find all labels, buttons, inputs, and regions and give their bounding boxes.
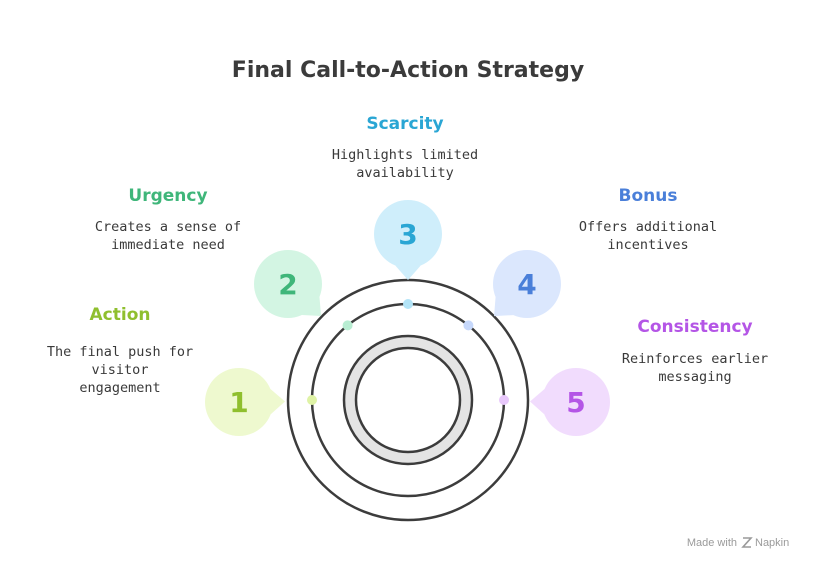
step-4-desc-line: Offers additional xyxy=(579,219,717,235)
step-3-ring-dot xyxy=(403,299,413,309)
step-5-ring-dot xyxy=(499,395,509,405)
step-4-bubble xyxy=(493,250,561,318)
step-1-heading: Action xyxy=(90,305,151,325)
step-5-desc-line: messaging xyxy=(658,369,731,385)
step-2-desc-line: Creates a sense of xyxy=(95,219,241,235)
step-3-desc-line: Highlights limited xyxy=(332,147,478,163)
step-1-desc-line: engagement xyxy=(79,380,160,396)
step-1-desc-line: The final push for xyxy=(47,344,193,360)
step-2-number: 2 xyxy=(278,268,297,301)
step-3-heading: Scarcity xyxy=(366,114,443,134)
step-4-desc-line: incentives xyxy=(607,237,688,253)
step-1-desc-line: visitor xyxy=(92,362,149,378)
step-4-number: 4 xyxy=(517,268,536,301)
step-1-bubble xyxy=(205,368,273,436)
step-1-pointer xyxy=(270,389,285,415)
inner-core xyxy=(354,346,462,454)
step-1-number: 1 xyxy=(229,386,248,419)
step-2-ring-dot xyxy=(342,320,353,331)
credit-brand: Napkin xyxy=(755,537,789,549)
step-2-bubble xyxy=(254,250,322,318)
step-3-bubble xyxy=(374,200,442,268)
napkin-credit: Made with Napkin xyxy=(687,537,789,549)
step-3-desc-line: availability xyxy=(356,165,454,181)
step-5-bubble xyxy=(542,368,610,436)
napkin-logo-icon xyxy=(741,537,753,548)
credit-prefix: Made with xyxy=(687,537,737,549)
step-3-pointer xyxy=(395,265,421,280)
step-4-ring-dot xyxy=(463,320,474,331)
diagram-title: Final Call-to-Action Strategy xyxy=(232,58,584,83)
step-5-heading: Consistency xyxy=(637,317,752,337)
step-5-desc-line: Reinforces earlier xyxy=(622,351,768,367)
step-4-heading: Bonus xyxy=(619,186,678,206)
step-1-ring-dot xyxy=(307,395,317,405)
step-2-desc-line: immediate need xyxy=(111,237,225,253)
step-3-number: 3 xyxy=(398,218,417,251)
step-2-heading: Urgency xyxy=(128,186,207,206)
step-5-pointer xyxy=(530,389,545,415)
step-5-number: 5 xyxy=(566,386,585,419)
